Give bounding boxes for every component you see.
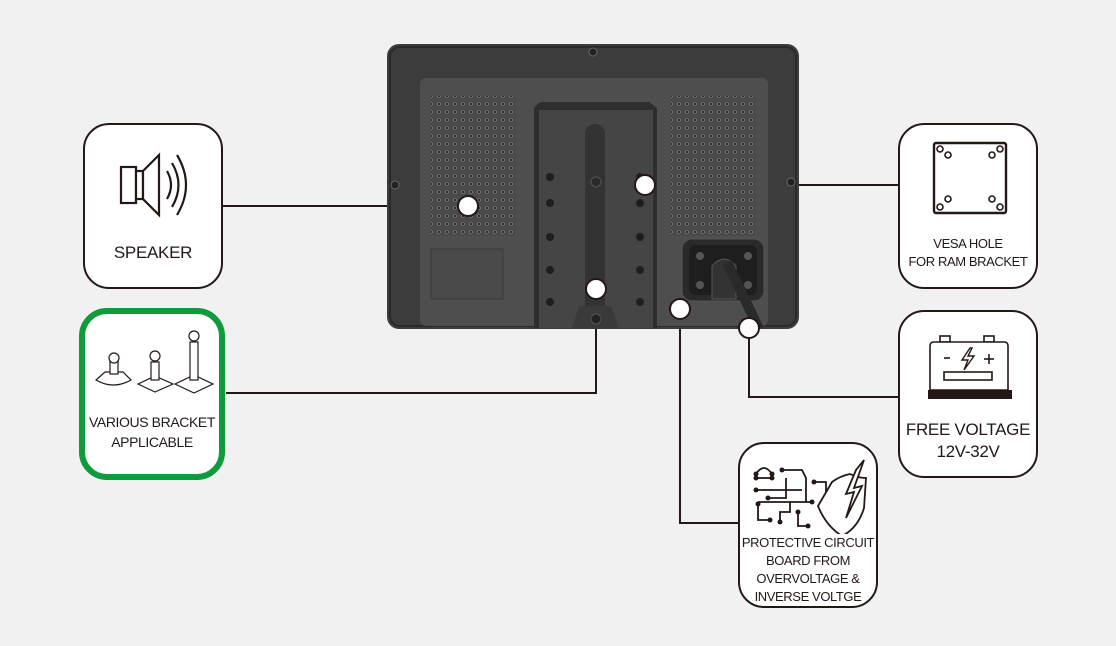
speaker-icon xyxy=(119,152,187,218)
protection-label-line4: INVERSE VOLTGE xyxy=(754,589,862,604)
vesa-feature-card: VESA HOLE FOR RAM BRACKET xyxy=(898,123,1038,289)
protection-label-line1: PROTECTIVE CIRCUIT xyxy=(741,535,875,550)
bracket-label-line1: VARIOUS BRACKET xyxy=(89,414,215,430)
vesa-callout-dot xyxy=(634,174,656,196)
bracket-feature-card: VARIOUS BRACKET APPLICABLE xyxy=(79,308,225,480)
circuit-shield-icon xyxy=(753,459,867,534)
protection-feature-card: PROTECTIVE CIRCUIT BOARD FROM OVERVOLTAG… xyxy=(738,442,878,608)
bracket-stands-icon xyxy=(94,330,215,394)
voltage-label-line2: 12V-32V xyxy=(936,442,1000,461)
voltage-callout-dot xyxy=(738,317,760,339)
protection-label-line3: OVERVOLTAGE & xyxy=(756,571,860,586)
voltage-feature-card: FREE VOLTAGE 12V-32V xyxy=(898,310,1038,478)
vesa-label-line1: VESA HOLE xyxy=(933,236,1003,251)
bracket-callout-dot xyxy=(585,278,607,300)
speaker-feature-card: SPEAKER xyxy=(83,123,223,289)
monitor-rear-image xyxy=(387,44,799,329)
voltage-label-line1: FREE VOLTAGE xyxy=(905,420,1031,439)
protection-callout-dot xyxy=(669,298,691,320)
vesa-plate-icon xyxy=(932,141,1008,215)
speaker-label: SPEAKER xyxy=(113,243,193,262)
battery-icon xyxy=(928,335,1012,399)
bracket-label-line2: APPLICABLE xyxy=(111,434,193,450)
vesa-label-line2: FOR RAM BRACKET xyxy=(908,254,1028,269)
protection-label-line2: BOARD FROM xyxy=(765,553,851,568)
speaker-callout-dot xyxy=(457,195,479,217)
